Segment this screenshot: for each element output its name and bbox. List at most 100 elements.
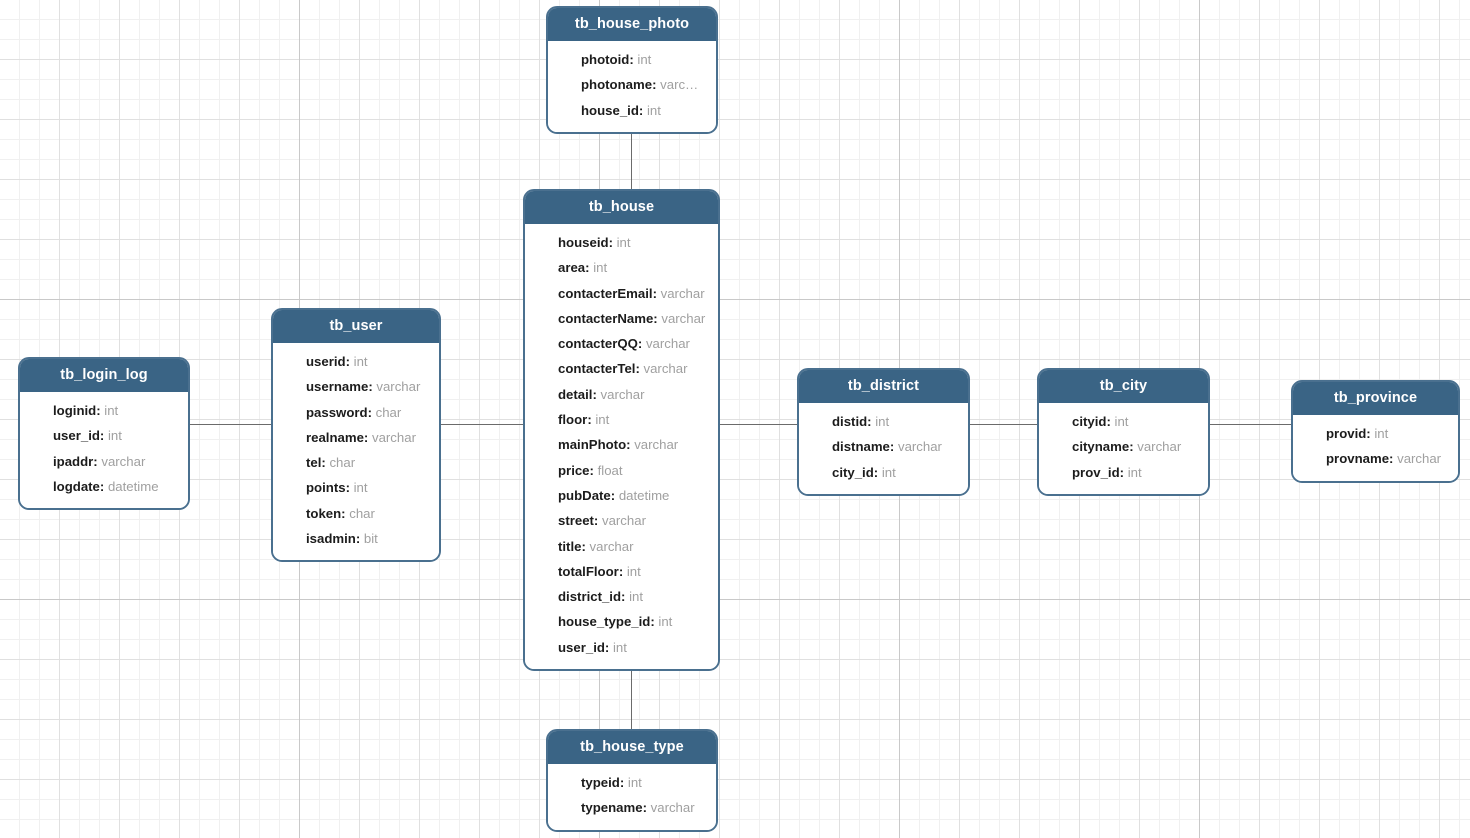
field-row[interactable]: houseid: int [525,230,718,255]
field-name: password [306,404,368,420]
field-name: street [558,513,594,529]
field-row[interactable]: house_type_id: int [525,609,718,634]
field-separator: : [587,412,596,428]
field-type: varchar [650,800,695,816]
field-row[interactable]: photoid: int [548,47,716,72]
field-row[interactable]: contacterName: varchar [525,306,718,331]
field-name: area [558,260,586,276]
field-row[interactable]: contacterTel: varchar [525,356,718,381]
field-type: varchar [1397,451,1442,467]
field-row[interactable]: provname: varchar [1293,446,1458,471]
connector-house_photo-to-house [631,131,632,189]
field-row[interactable]: token: char [273,501,439,526]
field-row[interactable]: user_id: int [525,635,718,660]
field-row[interactable]: provid: int [1293,421,1458,446]
field-separator: : [618,563,627,579]
field-type: int [616,235,631,250]
field-separator: : [345,354,354,369]
field-row[interactable]: street: varchar [525,508,718,533]
field-name: title [558,538,582,554]
field-row[interactable]: userid: int [273,349,439,374]
field-row[interactable]: username: varchar [273,374,439,399]
field-separator: : [1119,464,1128,480]
field-type: varchar [1137,439,1182,455]
field-row[interactable]: cityid: int [1039,409,1208,434]
field-separator: : [626,437,635,453]
field-row[interactable]: house_id: int [548,98,716,123]
field-name: floor [558,412,588,428]
field-separator: : [653,310,662,326]
field-row[interactable]: floor: int [525,407,718,432]
field-row[interactable]: cityname: varchar [1039,434,1208,459]
field-separator: : [629,52,638,67]
field-type: varc… [660,77,699,93]
field-row[interactable]: typename: varchar [548,795,716,820]
field-row[interactable]: contacterEmail: varchar [525,281,718,306]
field-row[interactable]: pubDate: datetime [525,483,718,508]
field-separator: : [652,77,661,93]
field-row[interactable]: photoname: varc… [548,72,716,97]
field-type: int [637,52,652,67]
field-name: provid [1326,426,1367,441]
entity-title-tb_house: tb_house [525,191,718,224]
field-name: house_type_id [558,614,651,630]
field-type: int [658,614,673,630]
field-row[interactable]: user_id: int [20,423,188,448]
field-row[interactable]: ipaddr: varchar [20,449,188,474]
field-row[interactable]: isadmin: bit [273,526,439,551]
field-name: provname [1326,451,1390,467]
field-name: distid [832,414,868,429]
field-row[interactable]: city_id: int [799,460,968,485]
field-name: typeid [581,775,620,790]
field-row[interactable]: mainPhoto: varchar [525,432,718,457]
field-name: contacterEmail [558,285,653,301]
field-separator: : [341,505,350,521]
field-row[interactable]: title: varchar [525,534,718,559]
field-type: bit [363,531,378,547]
field-type: varchar [661,310,706,326]
field-separator: : [345,480,354,496]
field-row[interactable]: distid: int [799,409,968,434]
field-type: float [597,462,623,478]
field-row[interactable]: tel: char [273,450,439,475]
field-row[interactable]: area: int [525,255,718,280]
field-separator: : [610,487,619,503]
field-row[interactable]: contacterQQ: varchar [525,331,718,356]
field-row[interactable]: distname: varchar [799,434,968,459]
field-row[interactable]: realname: varchar [273,425,439,450]
field-row[interactable]: password: char [273,400,439,425]
field-row[interactable]: totalFloor: int [525,559,718,584]
field-row[interactable]: points: int [273,475,439,500]
field-name: houseid [558,235,609,250]
field-name: pubDate [558,487,611,503]
field-type: varchar [643,361,688,377]
field-type: int [881,464,896,480]
field-row[interactable]: detail: varchar [525,382,718,407]
field-type: varchar [897,439,942,455]
field-separator: : [604,639,613,655]
field-name: token [306,505,342,521]
field-separator: : [608,235,617,250]
field-name: house_id [581,102,639,118]
field-separator: : [581,538,590,554]
field-row[interactable]: loginid: int [20,398,188,423]
field-row[interactable]: district_id: int [525,584,718,609]
field-row[interactable]: typeid: int [548,770,716,795]
field-row[interactable]: price: float [525,458,718,483]
field-separator: : [1389,451,1398,467]
field-row[interactable]: prov_id: int [1039,460,1208,485]
field-row[interactable]: logdate: datetime [20,474,188,499]
field-separator: : [867,414,876,429]
field-separator: : [619,775,628,790]
field-name: user_id [53,428,100,444]
